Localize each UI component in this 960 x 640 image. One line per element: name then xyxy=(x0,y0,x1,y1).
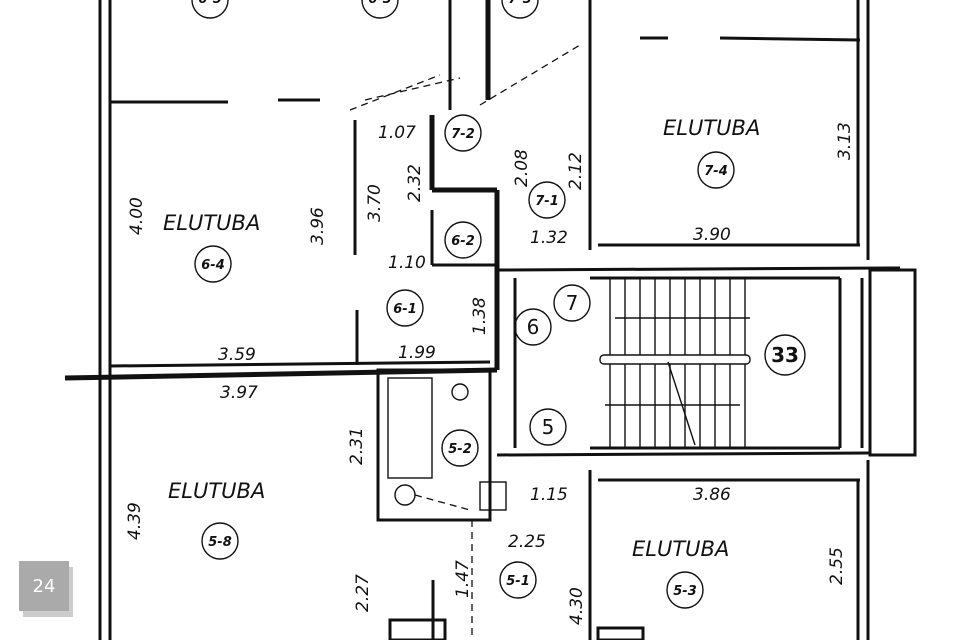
room-name-5-3: ELUTUBA xyxy=(632,537,729,561)
dim-2-25: 2.25 xyxy=(508,532,546,552)
room-id-5-3: 5-3 xyxy=(673,584,697,599)
dim-4-00: 4.00 xyxy=(127,197,147,235)
dim-1-07: 1.07 xyxy=(378,123,416,143)
dim-2-31: 2.31 xyxy=(347,427,367,465)
room-id-7-1: 7-1 xyxy=(535,194,559,209)
dim-1-38: 1.38 xyxy=(470,297,490,335)
landing-7: 7 xyxy=(566,291,579,315)
dim-3-96: 3.96 xyxy=(308,207,328,245)
room-id-6-3: 6-3 xyxy=(368,0,392,7)
dim-1-10: 1.10 xyxy=(388,253,426,273)
dim-3-59: 3.59 xyxy=(218,345,256,365)
dim-3-97: 3.97 xyxy=(220,383,258,403)
room-id-5-8: 5-8 xyxy=(208,535,232,550)
dim-2-32: 2.32 xyxy=(405,164,425,202)
dimensions: 4.00 3.96 3.70 2.32 2.08 2.12 3.13 1.07 … xyxy=(125,122,855,625)
dim-2-55: 2.55 xyxy=(827,547,847,585)
room-id-7-3: 7-3 xyxy=(508,0,532,7)
dim-1-99: 1.99 xyxy=(398,343,436,363)
page-number-badge: 24 xyxy=(19,561,69,611)
room-id-markers: 6-4 7-4 5-8 5-3 7-2 6-2 6-1 7-1 5-2 5-1 … xyxy=(191,0,735,609)
room-name-6-4: ELUTUBA xyxy=(163,211,260,235)
room-name-7-4: ELUTUBA xyxy=(663,116,760,140)
dim-4-39: 4.39 xyxy=(125,502,145,540)
room-id-6-5: 6-5 xyxy=(198,0,222,7)
room-id-7-4: 7-4 xyxy=(704,164,728,179)
stairs xyxy=(599,278,751,448)
dim-2-12: 2.12 xyxy=(566,152,586,190)
landing-5: 5 xyxy=(542,415,555,439)
room-id-6-4: 6-4 xyxy=(201,258,225,273)
room-id-6-1: 6-1 xyxy=(393,302,417,317)
room-id-5-1: 5-1 xyxy=(506,574,530,589)
dim-3-13: 3.13 xyxy=(835,122,855,160)
dim-1-32: 1.32 xyxy=(530,228,568,248)
dashed-lines xyxy=(349,44,581,640)
room-name-5-8: ELUTUBA xyxy=(168,479,265,503)
room-id-7-2: 7-2 xyxy=(451,127,475,142)
room-id-5-2: 5-2 xyxy=(448,442,472,457)
room-id-6-2: 6-2 xyxy=(451,234,475,249)
stair-number-33: 33 xyxy=(771,343,799,367)
dim-3-70: 3.70 xyxy=(365,184,385,222)
walls xyxy=(64,0,917,640)
stair-landing-markers: 7 6 5 33 xyxy=(514,284,806,446)
dim-2-27: 2.27 xyxy=(353,574,373,612)
landing-6: 6 xyxy=(527,315,540,339)
dim-4-30: 4.30 xyxy=(567,587,587,625)
dim-1-47: 1.47 xyxy=(453,560,473,598)
dim-3-90: 3.90 xyxy=(693,225,731,245)
dim-1-15: 1.15 xyxy=(530,485,568,505)
dim-2-08: 2.08 xyxy=(512,149,532,187)
dim-3-86: 3.86 xyxy=(693,485,731,505)
